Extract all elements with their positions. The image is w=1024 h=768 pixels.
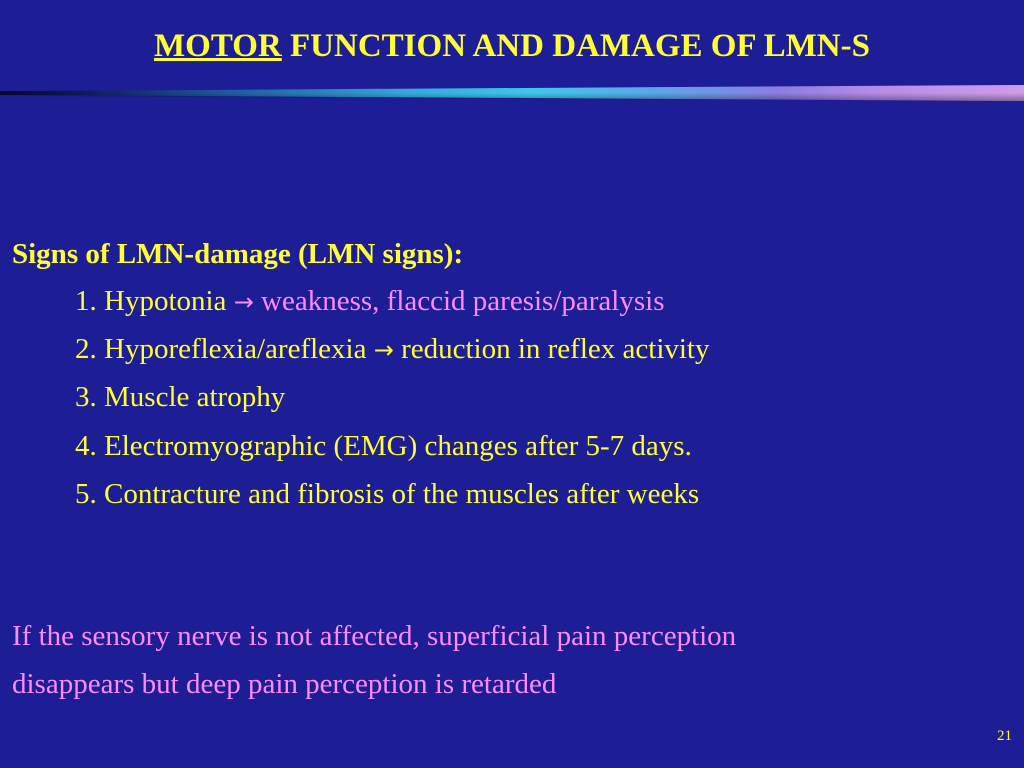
note-line-1: If the sensory nerve is not affected, su… bbox=[12, 620, 737, 652]
item-2-text: reduction in reflex activity bbox=[393, 333, 710, 365]
signs-heading: Signs of LMN-damage (LMN signs): bbox=[12, 238, 464, 270]
slide-title: MOTOR FUNCTION AND DAMAGE OF LMN-S bbox=[0, 28, 1024, 65]
item-1-text: weakness, flaccid paresis/paralysis bbox=[253, 285, 665, 317]
item-3-text: 3. Muscle atrophy bbox=[75, 381, 286, 413]
list-item-4: 4. Electromyographic (EMG) changes after… bbox=[75, 430, 692, 463]
list-item-5: 5. Contracture and fibrosis of the muscl… bbox=[75, 478, 699, 511]
item-4-text: 4. Electromyographic (EMG) changes after… bbox=[75, 430, 692, 462]
page-number: 21 bbox=[997, 728, 1012, 744]
item-2-prefix: 2. Hyporeflexia/areflexia bbox=[75, 333, 374, 365]
item-5-text: 5. Contracture and fibrosis of the muscl… bbox=[75, 478, 700, 510]
item-1-prefix: 1. Hypotonia bbox=[75, 285, 234, 317]
arrow-right-icon: → bbox=[233, 288, 254, 316]
title-rest: FUNCTION AND DAMAGE OF LMN-S bbox=[281, 28, 870, 64]
list-item-1: 1. Hypotonia → weakness, flaccid paresis… bbox=[75, 285, 664, 318]
note-line-2: disappears but deep pain perception is r… bbox=[12, 668, 557, 700]
arrow-right-icon: → bbox=[373, 336, 394, 364]
title-divider-shadow bbox=[0, 93, 1024, 101]
list-item-2: 2. Hyporeflexia/areflexia → reduction in… bbox=[75, 333, 710, 366]
list-item-3: 3. Muscle atrophy bbox=[75, 381, 285, 414]
title-underlined-word: MOTOR bbox=[154, 28, 282, 64]
